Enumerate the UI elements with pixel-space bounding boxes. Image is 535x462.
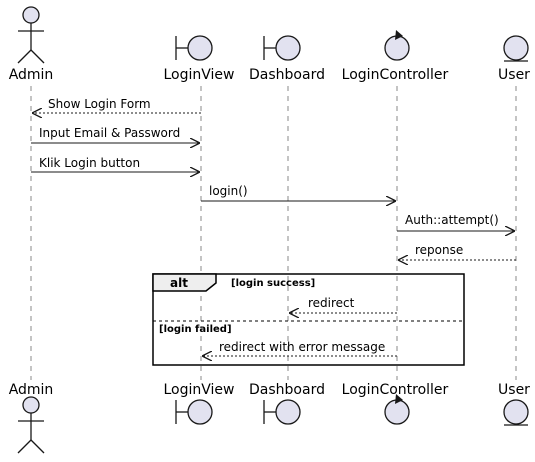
message-label-redirect: redirect <box>308 296 355 310</box>
participants-top: Admin LoginView Dashboard LoginControlle… <box>9 6 530 83</box>
entity-user-icon <box>503 35 529 62</box>
boundary-dashboard-icon <box>263 35 301 61</box>
participants-bottom: Admin LoginView Dashboard LoginControlle… <box>9 382 530 454</box>
participant-label-logincontroller: LoginController <box>342 67 449 83</box>
participant-label-dashboard: Dashboard <box>249 67 325 83</box>
message-label-klik-login-button: Klik Login button <box>39 156 140 170</box>
boundary-loginview-bottom-icon <box>175 399 213 425</box>
participant-label-admin: Admin <box>9 67 54 83</box>
alt-guard-failed: [login failed] <box>159 324 232 335</box>
message-label-auth-attempt: Auth::attempt() <box>405 213 499 227</box>
participant-label-admin-bottom: Admin <box>9 382 54 398</box>
message-label-show-login-form: Show Login Form <box>48 97 151 111</box>
participant-label-loginview: LoginView <box>164 67 235 83</box>
messages: Show Login Form Input Email & Password K… <box>31 97 516 260</box>
boundary-loginview-icon <box>175 35 213 61</box>
entity-user-bottom-icon <box>503 399 529 426</box>
boundary-dashboard-bottom-icon <box>263 399 301 425</box>
control-logincontroller-bottom-icon <box>384 394 410 425</box>
actor-admin-icon <box>17 6 45 64</box>
message-label-reponse: reponse <box>415 243 463 257</box>
participant-label-dashboard-bottom: Dashboard <box>249 382 325 398</box>
alt-guard-success: [login success] <box>231 278 315 289</box>
control-logincontroller-icon <box>384 30 410 61</box>
alt-fragment: alt [login success] redirect [login fail… <box>152 273 465 366</box>
participant-label-logincontroller-bottom: LoginController <box>342 382 449 398</box>
message-label-login: login() <box>209 184 248 198</box>
message-label-redirect-error: redirect with error message <box>219 340 385 354</box>
participant-label-loginview-bottom: LoginView <box>164 382 235 398</box>
participant-label-user: User <box>498 67 530 83</box>
message-label-input-email-password: Input Email & Password <box>39 126 180 140</box>
actor-admin-bottom-icon <box>17 396 45 454</box>
participant-label-user-bottom: User <box>498 382 530 398</box>
alt-frame <box>152 273 465 366</box>
alt-tab <box>152 273 217 292</box>
alt-keyword: alt <box>170 276 188 290</box>
lifelines <box>30 86 517 380</box>
